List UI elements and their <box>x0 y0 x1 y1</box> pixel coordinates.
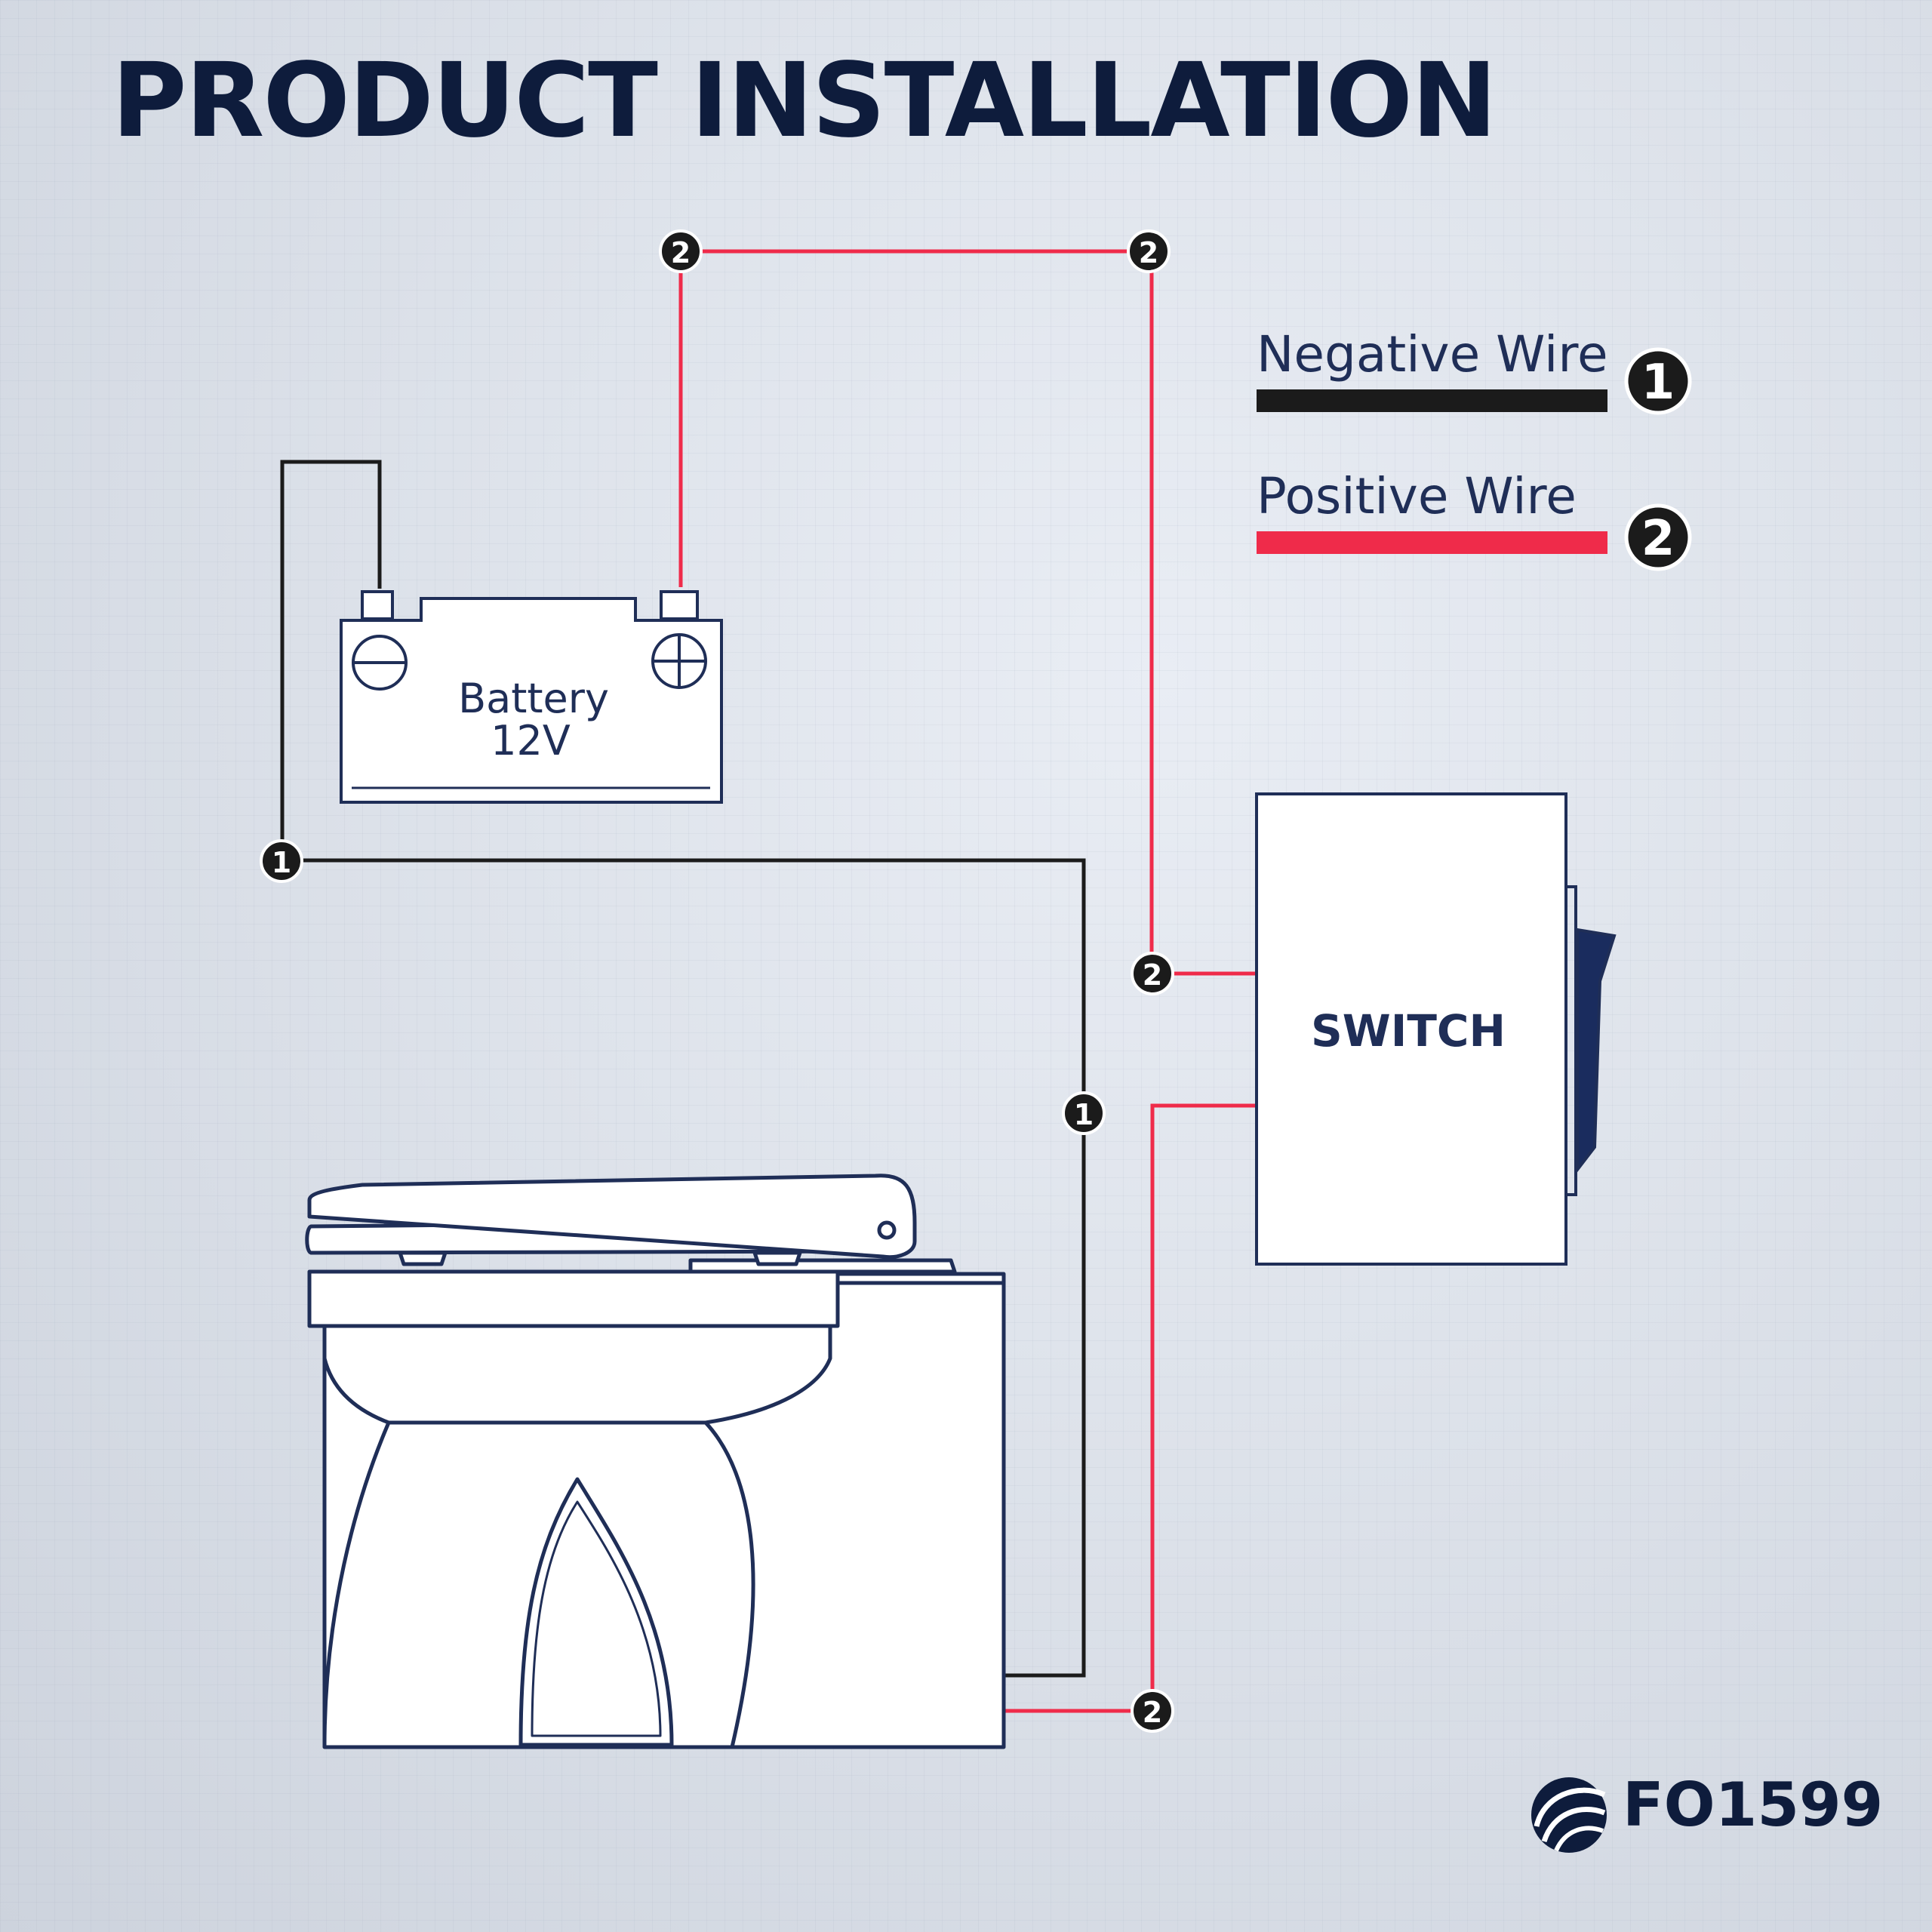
legend: Negative Wire 1 Positive Wire 2 <box>1257 325 1692 571</box>
battery-label: Battery <box>458 675 609 722</box>
brand-logo-icon <box>1531 1777 1607 1853</box>
badge-positive-toilet: 2 <box>1131 1689 1174 1733</box>
battery-voltage: 12V <box>491 717 571 764</box>
legend-negative-swatch <box>1257 389 1607 412</box>
svg-text:2: 2 <box>671 236 691 269</box>
legend-positive-badge: 2 <box>1641 511 1675 567</box>
battery <box>340 590 723 804</box>
svg-text:2: 2 <box>1143 1696 1162 1729</box>
brand-code: FO1599 <box>1623 1770 1884 1840</box>
switch <box>1255 792 1617 1266</box>
svg-text:1: 1 <box>1074 1098 1094 1131</box>
toilet <box>305 1174 1006 1749</box>
svg-text:1: 1 <box>272 846 291 879</box>
badge-positive-switch-in: 2 <box>1131 952 1174 995</box>
page-title: PRODUCT INSTALLATION <box>112 42 1497 161</box>
svg-text:2: 2 <box>1139 236 1158 269</box>
legend-positive-swatch <box>1257 531 1607 554</box>
svg-text:2: 2 <box>1143 958 1162 992</box>
badge-positive-corner: 2 <box>1127 229 1171 273</box>
switch-rocker <box>1576 928 1617 1174</box>
badge-negative-left: 1 <box>260 839 303 883</box>
legend-negative-badge: 1 <box>1641 355 1675 411</box>
badge-positive-battery: 2 <box>659 229 703 273</box>
legend-negative-label: Negative Wire <box>1257 325 1608 383</box>
legend-positive-label: Positive Wire <box>1257 467 1577 525</box>
badge-negative-right: 1 <box>1062 1091 1106 1135</box>
switch-label: SWITCH <box>1311 1005 1506 1057</box>
